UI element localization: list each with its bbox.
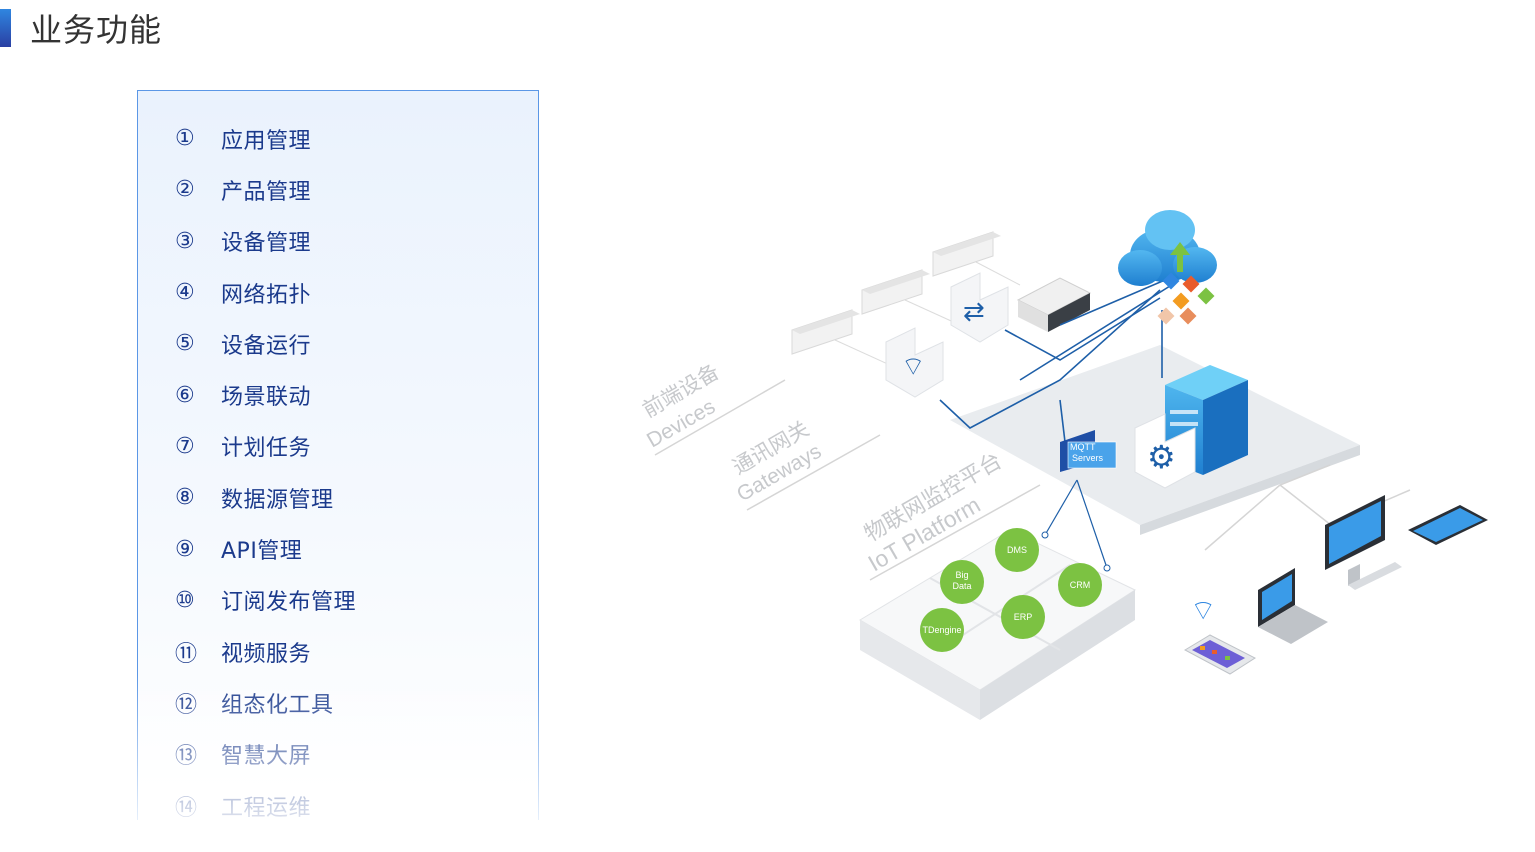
node-bigdata-label-2: Data xyxy=(952,581,971,591)
platform-edge xyxy=(1140,445,1360,535)
node-erp-label: ERP xyxy=(1014,612,1033,622)
feature-number: ⑭ xyxy=(175,795,198,821)
feature-number: ⑩ xyxy=(175,587,195,613)
feature-number: ⑨ xyxy=(175,536,195,562)
gateway-exchange: ⇄ xyxy=(950,272,1009,343)
feature-item-4: ④ 网络拓扑 xyxy=(175,267,356,318)
node-bigdata-label-1: Big xyxy=(955,570,968,580)
feature-label: 工程运维 xyxy=(221,795,312,821)
node-tdengine: TDengine xyxy=(920,608,964,652)
iot-architecture-diagram: 前端设备 Devices 通讯网关 Gateways 物联网监控平台 IoT P… xyxy=(620,180,1520,740)
node-crm: CRM xyxy=(1058,563,1102,607)
mobile-wifi-icon: ⌔ xyxy=(1190,595,1216,626)
layer-divider-devices xyxy=(654,379,786,456)
device-module-2 xyxy=(861,269,930,315)
mobile-phone-icon xyxy=(1183,634,1257,675)
feature-label: 数据源管理 xyxy=(221,487,334,513)
title-accent-bar xyxy=(0,9,11,47)
feature-number: ⑦ xyxy=(175,433,195,459)
feature-number: ⑫ xyxy=(175,692,198,718)
feature-item-8: ⑧ 数据源管理 xyxy=(175,472,356,523)
gear-icon: ⚙ xyxy=(1147,439,1176,475)
feature-number: ③ xyxy=(175,228,195,254)
node-crm-label: CRM xyxy=(1070,580,1091,590)
page-header: 业务功能 xyxy=(0,8,163,49)
feature-item-11: ⑪ 视频服务 xyxy=(175,626,356,677)
feature-item-3: ③ 设备管理 xyxy=(175,216,356,267)
tablet-icon xyxy=(1408,505,1488,545)
layer-divider-gateways xyxy=(746,434,881,511)
feature-panel: ① 应用管理 ② 产品管理 ③ 设备管理 ④ 网络拓扑 ⑤ 设备运行 ⑥ 场景联动 ⑦ 计划任… xyxy=(137,90,539,821)
link-node-1 xyxy=(1041,531,1049,539)
feature-label: 场景联动 xyxy=(221,385,312,411)
uplink-lines xyxy=(939,279,1171,443)
feature-number: ① xyxy=(175,126,195,152)
feature-label: 订阅发布管理 xyxy=(221,590,357,616)
feature-label: API管理 xyxy=(221,539,303,565)
feature-number: ⑪ xyxy=(175,641,198,667)
feature-number: ⑥ xyxy=(175,382,195,408)
feature-item-10: ⑩ 订阅发布管理 xyxy=(175,575,356,626)
link-node-2 xyxy=(1103,564,1111,572)
feature-item-12: ⑫ 组态化工具 xyxy=(175,677,356,728)
mqtt-to-apps-lines xyxy=(1044,479,1108,569)
feature-label: 设备运行 xyxy=(221,333,312,359)
device-module-3 xyxy=(932,231,1001,277)
feature-item-5: ⑤ 设备运行 xyxy=(175,318,356,369)
feature-item-14: ⑭ 工程运维 xyxy=(175,780,356,831)
device-link-3 xyxy=(975,261,1021,286)
page-title: 业务功能 xyxy=(30,11,163,49)
device-module-1 xyxy=(791,309,860,355)
node-dms: DMS xyxy=(995,528,1039,572)
desktop-monitor-icon xyxy=(1325,495,1402,590)
mqtt-label-2: Servers xyxy=(1072,453,1104,463)
wifi-icon: ⌔ xyxy=(901,351,925,381)
feature-number: ⑤ xyxy=(175,331,195,357)
node-bigdata: Big Data xyxy=(940,560,984,604)
feature-label: 视频服务 xyxy=(221,641,312,667)
feature-list: ① 应用管理 ② 产品管理 ③ 设备管理 ④ 网络拓扑 ⑤ 设备运行 ⑥ 场景联动 ⑦ 计划任… xyxy=(175,113,356,831)
feature-item-9: ⑨ API管理 xyxy=(175,523,356,574)
feature-item-2: ② 产品管理 xyxy=(175,164,356,215)
feature-item-7: ⑦ 计划任务 xyxy=(175,421,356,472)
layer-divider-platform xyxy=(869,484,1041,581)
gateway-wifi: ⌔ xyxy=(885,327,944,398)
feature-label: 应用管理 xyxy=(221,128,312,154)
feature-item-13: ⑬ 智慧大屏 xyxy=(175,729,356,780)
feature-item-1: ① 应用管理 xyxy=(175,113,356,164)
diagram-canvas: 前端设备 Devices 通讯网关 Gateways 物联网监控平台 IoT P… xyxy=(639,210,1488,720)
feature-number: ② xyxy=(175,177,195,203)
exchange-arrows-icon: ⇄ xyxy=(963,296,985,326)
platform-settings: ⚙ xyxy=(1134,413,1196,489)
feature-label: 智慧大屏 xyxy=(221,744,312,770)
feature-number: ⑧ xyxy=(175,485,195,511)
cloud-icon xyxy=(1118,210,1217,286)
laptop-icon xyxy=(1258,568,1328,644)
feature-label: 设备管理 xyxy=(221,231,312,257)
feature-label: 计划任务 xyxy=(221,436,312,462)
node-dms-label: DMS xyxy=(1007,545,1027,555)
feature-item-6: ⑥ 场景联动 xyxy=(175,369,356,420)
feature-number: ④ xyxy=(175,280,195,306)
feature-number: ⑬ xyxy=(175,744,198,770)
network-switch xyxy=(1016,277,1092,332)
feature-label: 组态化工具 xyxy=(221,692,334,718)
feature-label: 产品管理 xyxy=(221,179,312,205)
mqtt-label-1: MQTT xyxy=(1070,442,1096,452)
node-erp: ERP xyxy=(1001,595,1045,639)
feature-label: 网络拓扑 xyxy=(221,282,312,308)
mqtt-servers: MQTT Servers xyxy=(1060,430,1117,472)
node-tdengine-label: TDengine xyxy=(922,625,961,635)
device-link-1 xyxy=(834,339,891,366)
